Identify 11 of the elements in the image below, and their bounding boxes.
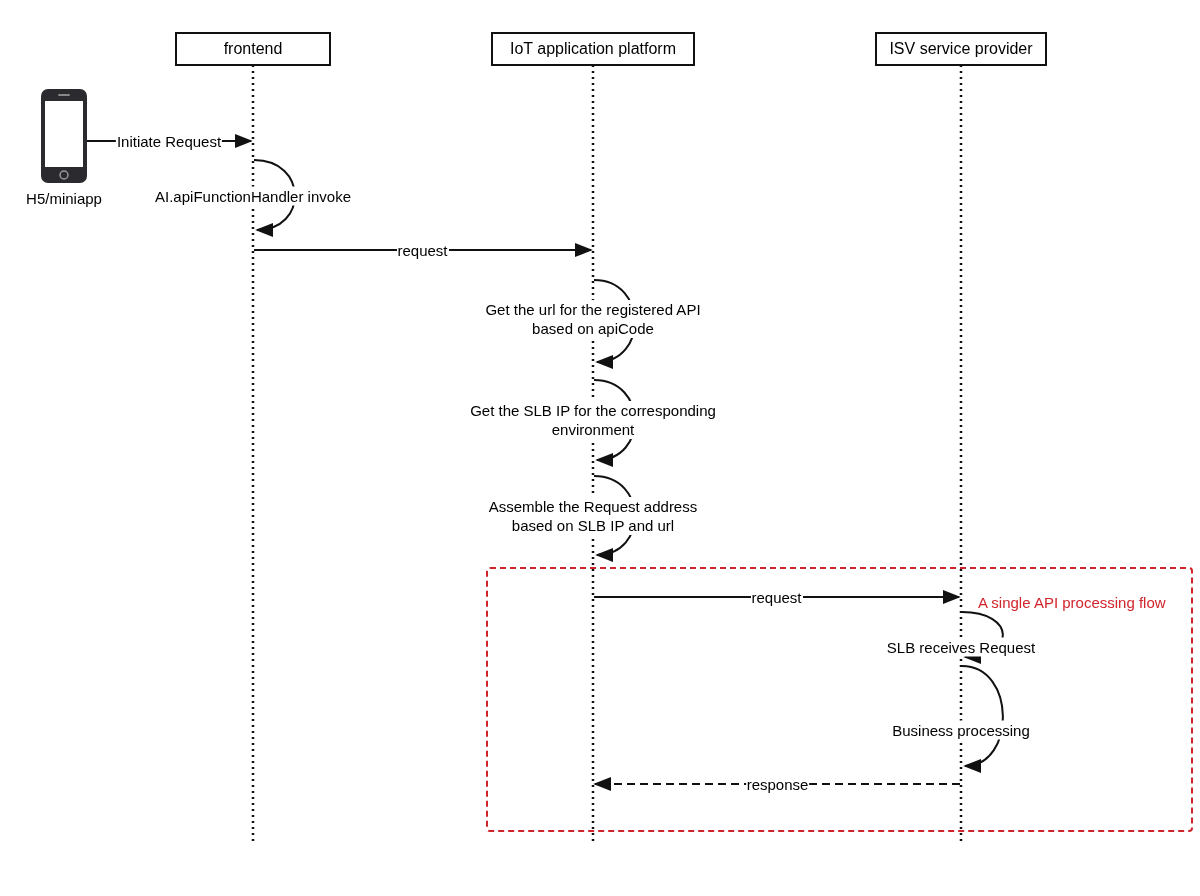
edge-label: SLB receives Request: [885, 637, 1037, 657]
frame-title: A single API processing flow: [978, 594, 1166, 611]
device-label: H5/miniapp: [26, 190, 102, 207]
message-arrow: [961, 665, 1004, 771]
participant-box: ISV service provider: [875, 32, 1047, 66]
participant-box: IoT application platform: [491, 32, 695, 66]
message-arrow: [253, 242, 593, 258]
participant-box: frontend: [175, 32, 331, 66]
edge-label: Business processing: [891, 720, 1031, 740]
message-arrow: [593, 589, 961, 605]
edge-label: AI.apiFunctionHandler invoke: [154, 186, 352, 206]
